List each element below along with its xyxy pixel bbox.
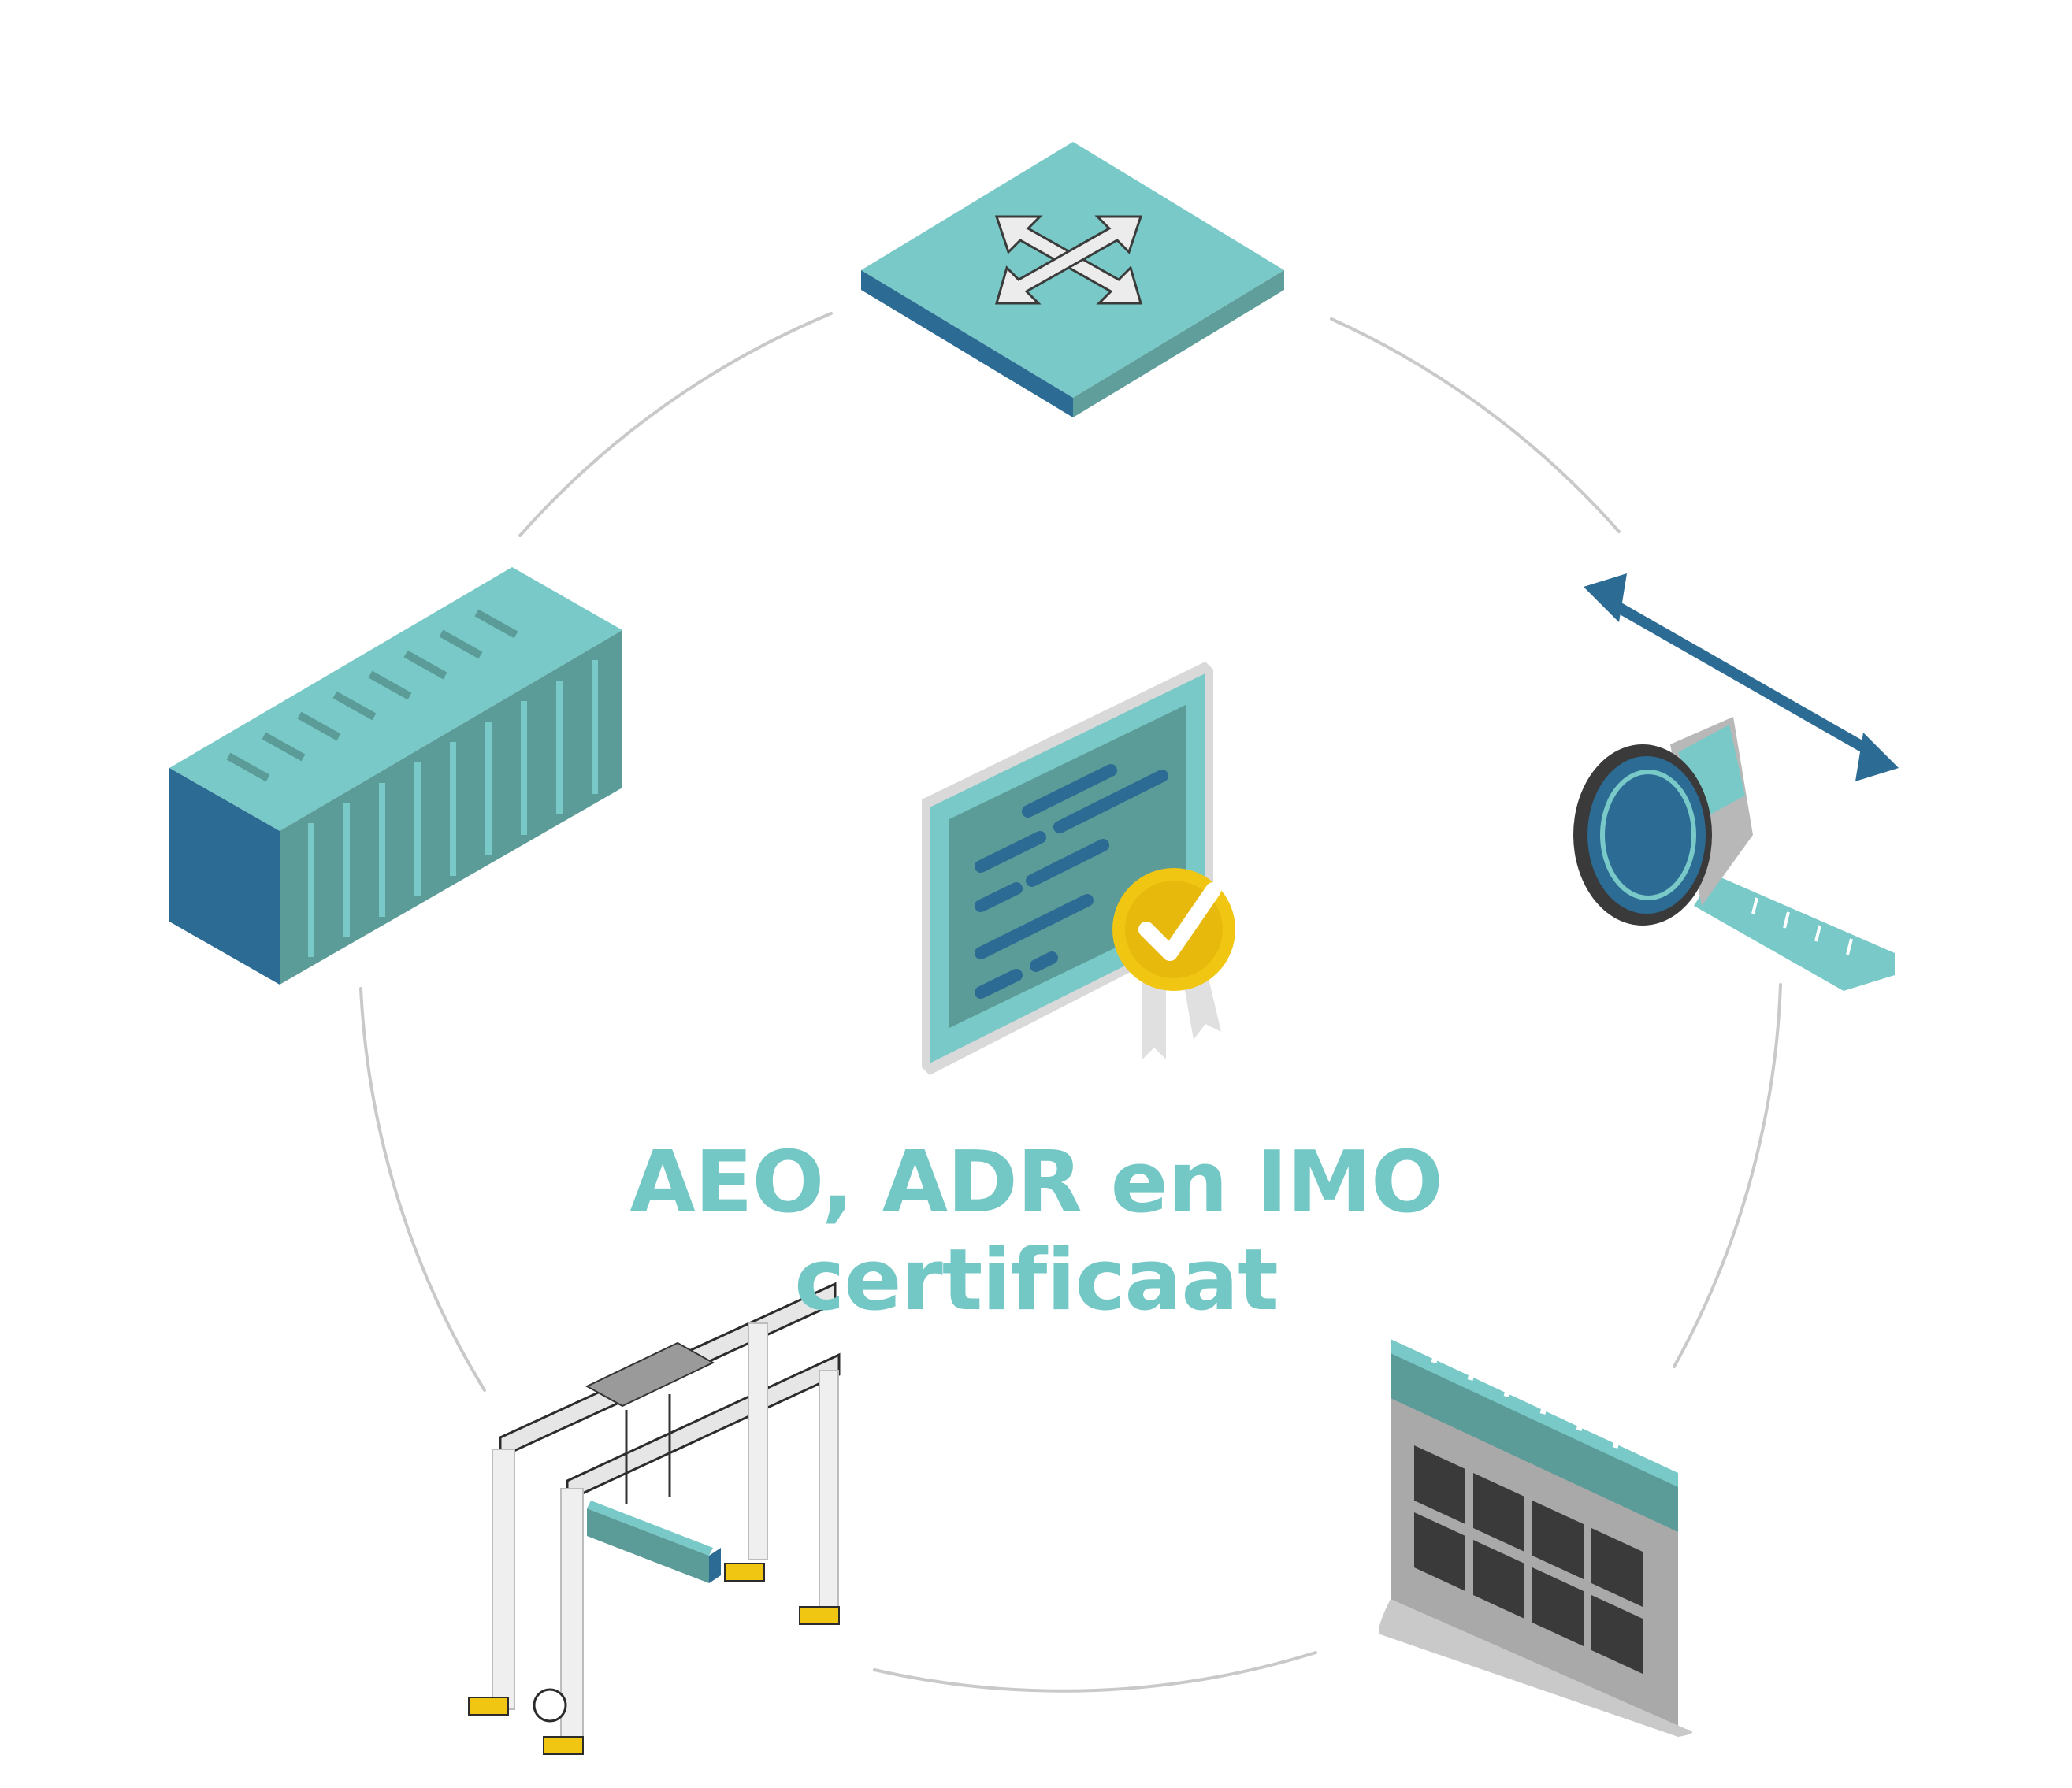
move-pallet-icon xyxy=(861,142,1284,417)
arc-right xyxy=(1673,983,1782,1368)
tape-measure-icon xyxy=(1573,573,1899,991)
arc-bottom xyxy=(873,1651,1317,1693)
arc-left xyxy=(359,987,486,1392)
arc-top-left xyxy=(518,312,833,537)
diagram-title: AEO, ADR en IMO certificaat xyxy=(0,1134,2072,1330)
connector-circle xyxy=(359,312,1782,1693)
title-line-2: certificaat xyxy=(794,1231,1279,1330)
calendar-icon xyxy=(1379,1339,1692,1737)
gantry-crane-icon xyxy=(468,1282,841,1755)
title-line-1: AEO, ADR en IMO xyxy=(629,1133,1443,1232)
arc-top-right xyxy=(1330,317,1621,533)
shipping-container-icon xyxy=(169,567,622,985)
certificate-icon xyxy=(922,662,1235,1075)
